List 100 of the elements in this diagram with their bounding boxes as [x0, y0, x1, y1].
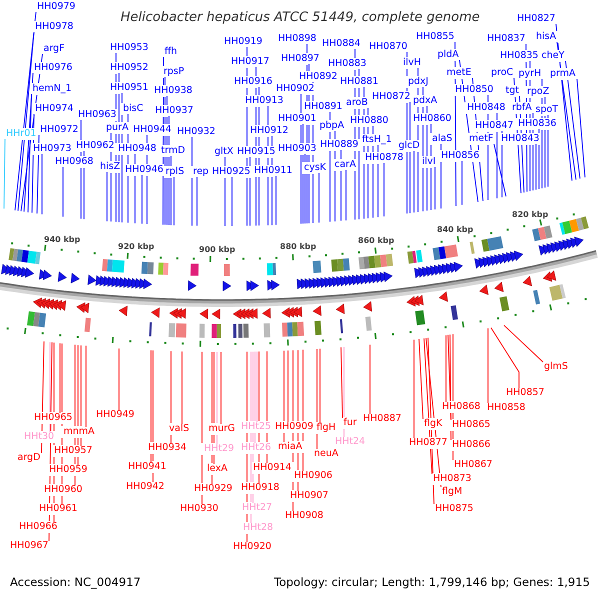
- leader-line: [36, 134, 40, 214]
- leader-line: [428, 337, 434, 504]
- leader-line: [246, 351, 248, 542]
- leader-line: [494, 144, 506, 197]
- leader-line: [426, 338, 442, 488]
- gene-label: HH0974: [34, 104, 74, 114]
- leader-line: [250, 351, 252, 524]
- leader-line: [454, 42, 456, 206]
- gene-label: HH0907: [289, 491, 330, 501]
- gene-label: HH0878: [364, 153, 404, 163]
- gene-label: HH0892: [298, 72, 338, 82]
- gene-label: HH0868: [441, 402, 482, 412]
- gene-label: HH0929: [193, 484, 234, 494]
- leader-line: [504, 324, 544, 362]
- gene-label: HH0908: [284, 511, 324, 521]
- scale-label: 900 kbp: [199, 244, 236, 254]
- leader-line: [4, 138, 6, 210]
- gene-label: HH0914: [252, 463, 292, 473]
- gene-label: HH0898: [277, 34, 318, 44]
- leader-line: [304, 154, 306, 224]
- gene-label: HH0965: [33, 413, 74, 423]
- gene-label: HH0948: [117, 144, 158, 154]
- gene-label: HH0930: [179, 504, 220, 514]
- gene-label: pldA: [436, 50, 460, 60]
- gene-label: neuA: [313, 449, 340, 459]
- gene-label: ftsH_1: [361, 135, 393, 145]
- gene-label: HH0858: [486, 403, 526, 413]
- scale-label: 880 kbp: [280, 242, 316, 252]
- gene-label: spoT: [534, 105, 560, 115]
- leader-line: [224, 156, 226, 226]
- gene-label: HH0870: [368, 42, 408, 52]
- gene-label: HH0938: [153, 86, 194, 96]
- leader-line: [302, 124, 304, 224]
- gene-label: HH0961: [38, 504, 78, 514]
- leader-line: [24, 72, 34, 212]
- gene-label: HH0901: [277, 114, 318, 124]
- leader-line: [258, 351, 260, 484]
- gene-label: HH0916: [233, 77, 274, 87]
- gene-label: murG: [208, 424, 236, 434]
- leader-line: [440, 144, 442, 209]
- leader-line: [146, 134, 148, 224]
- gene-label: HH0979: [36, 2, 76, 12]
- leader-line: [48, 342, 52, 542]
- gene-label: HH0848: [466, 103, 506, 113]
- gene-label: HH0920: [232, 542, 272, 552]
- leader-line: [258, 86, 260, 226]
- gene-label: mnmA: [62, 427, 96, 437]
- gene-label: HH0866: [451, 440, 492, 450]
- gene-label: carA: [334, 160, 357, 170]
- gene-label: HH0883: [327, 59, 368, 69]
- leader-line: [372, 126, 374, 218]
- gene-label: HH0932: [176, 127, 216, 137]
- gene-label: glcD: [398, 141, 421, 151]
- leader-line: [544, 96, 546, 188]
- gene-label: HH0919: [223, 37, 264, 47]
- gene-label: HH0963: [77, 110, 118, 120]
- gene-label: HH0875: [434, 504, 474, 514]
- gene-label: HH0911: [253, 166, 294, 176]
- leader-line: [576, 78, 586, 178]
- leader-line: [406, 52, 408, 214]
- gene-label: glmS: [543, 362, 569, 372]
- leader-line: [166, 96, 168, 226]
- leader-line: [170, 156, 172, 226]
- leader-line: [162, 56, 164, 226]
- leader-line: [266, 350, 268, 464]
- leader-line: [302, 349, 304, 472]
- gene-label: flgK: [423, 419, 444, 429]
- gene-label: tgt: [504, 86, 520, 96]
- gene-label: HHr01: [5, 129, 38, 139]
- leader-line: [434, 166, 436, 210]
- gene-label: HH0884: [321, 39, 362, 49]
- leader-line: [306, 44, 308, 224]
- leader-line: [334, 130, 336, 222]
- gene-label: miaA: [277, 442, 304, 452]
- leader-line: [490, 327, 520, 388]
- leader-line: [14, 12, 36, 211]
- leader-line: [526, 44, 528, 192]
- leader-line: [318, 172, 320, 224]
- gene-label: HH0897: [280, 54, 320, 64]
- gene-label: HHt29: [203, 444, 236, 454]
- gene-label: HHt28: [242, 523, 274, 533]
- gene-label: rpoZ: [526, 87, 550, 97]
- gene-label: HH0855: [415, 32, 456, 42]
- gene-label: ilvI: [421, 157, 437, 167]
- leader-line: [220, 352, 222, 424]
- leader-line: [532, 112, 534, 191]
- leader-line: [74, 344, 76, 486]
- gene-label: rpsP: [162, 67, 186, 77]
- gene-label: rplS: [164, 167, 186, 177]
- gene-label: HH0837: [486, 34, 526, 44]
- gene-label: HH0847: [474, 121, 514, 131]
- leader-line: [80, 120, 82, 220]
- gene-label: HH0865: [451, 420, 492, 430]
- gene-label: HHt24: [334, 437, 366, 447]
- leader-line: [340, 346, 343, 418]
- gene-label: HH0880: [349, 116, 390, 126]
- gene-label: HH0934: [147, 443, 188, 453]
- leader-line: [358, 68, 360, 220]
- leader-line: [41, 340, 44, 454]
- leader-line: [424, 338, 432, 474]
